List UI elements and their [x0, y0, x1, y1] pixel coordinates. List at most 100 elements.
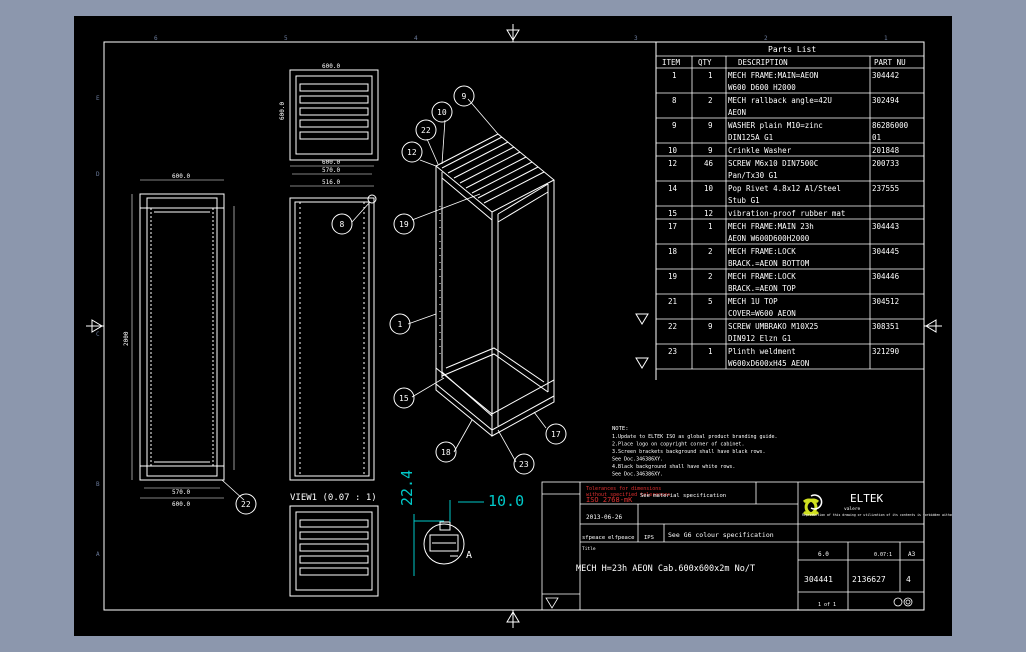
parts-row-qty: 2	[708, 96, 713, 105]
svg-text:A: A	[96, 551, 100, 558]
parts-row-description: BRACK.=AEON BOTTOM	[728, 259, 810, 268]
balloon-label: 23	[519, 460, 529, 469]
paper-size: A3	[908, 551, 916, 558]
parts-row-part-number: 86286000	[872, 121, 909, 130]
front-view	[139, 193, 225, 481]
parts-row-qty: 9	[708, 146, 713, 155]
svg-text:E: E	[96, 95, 100, 102]
parts-row-description: MECH FRAME:LOCK	[728, 272, 796, 281]
parts-row-part-number: 01	[872, 133, 881, 142]
company-name: ELTEK	[850, 492, 883, 505]
bottom-view	[289, 505, 379, 597]
drawing-title: MECH H=23h AEON Cab.600x600x2m No/T	[576, 564, 755, 574]
dim-front-inner: 570.0	[172, 489, 190, 496]
svg-text:6: 6	[154, 35, 158, 42]
svg-text:4: 4	[414, 35, 418, 42]
sheet-number: 1 of 1	[818, 602, 836, 608]
surface-spec: See material specification	[640, 493, 726, 499]
parts-row-description: WASHER plain M10=zinc	[728, 121, 823, 130]
parts-row-description: MECH FRAME:MAIN 23h	[728, 222, 814, 231]
parts-row-item: 1	[672, 71, 677, 80]
parts-row-description: Pop Rivet 4.8x12 Al/Steel	[728, 184, 841, 193]
parts-row-item: 23	[668, 347, 677, 356]
parts-row-part-number: 304446	[872, 272, 900, 281]
parts-row-item: 12	[668, 159, 677, 168]
leaders	[221, 98, 547, 501]
balloon-circle	[389, 313, 411, 335]
balloon-label: 18	[441, 448, 451, 457]
parts-row-qty: 5	[708, 297, 713, 306]
parts-row-item: 9	[672, 121, 677, 130]
tolerance-note: ISO 2768-mK	[586, 496, 633, 504]
parts-row-description: AEON W600D600H2000	[728, 234, 810, 243]
parts-row-part-number: 308351	[872, 322, 899, 331]
parts-row-part-number: 304442	[872, 71, 899, 80]
parts-row-description: COVER=W600 AEON	[728, 309, 796, 318]
parts-row-description: Pan/Tx30 G1	[728, 171, 778, 180]
eltek-logo	[802, 494, 823, 516]
checked-by: elfpeace	[608, 535, 635, 541]
parts-row-part-number: 321290	[872, 347, 900, 356]
parts-row-item: 22	[668, 322, 677, 331]
balloon-circle	[393, 213, 415, 235]
parts-row-item: 18	[668, 247, 678, 256]
title-block	[541, 481, 925, 611]
balloon-circle	[431, 101, 453, 123]
parts-list-header: DESCRIPTION	[738, 58, 788, 67]
parts-list-header: QTY	[698, 58, 712, 67]
tolerance-note: without specified tolerances	[586, 492, 670, 498]
text-layer: 910221219811518231722600.0570.0600.02000…	[123, 63, 952, 608]
parts-row-part-number: 237555	[872, 184, 899, 193]
svg-text:5: 5	[284, 35, 288, 42]
notes-line: See Doc.346386XY.	[612, 457, 663, 463]
balloon-circle	[393, 387, 415, 409]
parts-row-description: SCREW M6x10 DIN7500C	[728, 159, 818, 168]
balloon-circle	[453, 85, 475, 107]
parts-row-item: 17	[668, 222, 677, 231]
parts-row-qty: 10	[704, 184, 714, 193]
dim-top-width: 600.0	[322, 63, 340, 70]
balloon-circle	[415, 119, 437, 141]
dim-front-width: 600.0	[172, 173, 190, 180]
parts-list-header: PART NU	[874, 58, 906, 67]
colour-spec: See G6 colour specification	[668, 531, 774, 539]
balloon-label: 1	[398, 320, 403, 329]
parts-row-qty: 9	[708, 322, 713, 331]
dim-front-base: 600.0	[172, 501, 190, 508]
iso-view	[435, 133, 555, 437]
svg-text:B: B	[96, 481, 100, 488]
tolerance-note: Tolerances for dimensions	[586, 486, 661, 492]
svg-text:D: D	[96, 171, 100, 178]
parts-row-part-number: 302494	[872, 96, 900, 105]
parts-row-qty: 12	[704, 209, 713, 218]
notes-line: See Doc.346386XY.	[612, 472, 663, 478]
parts-row-description: MECH FRAME:LOCK	[728, 247, 796, 256]
balloon-label: 10	[437, 108, 447, 117]
title-caption: Title	[582, 546, 596, 552]
parts-row-description: MECH FRAME:MAIN=AEON	[728, 71, 818, 80]
parts-row-qty: 1	[708, 347, 713, 356]
dim-top-depth: 600.0	[279, 102, 286, 120]
balloons	[235, 85, 567, 515]
parts-row-item: 15	[668, 209, 677, 218]
parts-row-part-number: 201848	[872, 146, 900, 155]
parts-row-description: AEON	[728, 108, 746, 117]
parts-row-description: vibration-proof rubber mat	[728, 209, 845, 218]
balloon-label: 22	[241, 500, 251, 509]
parts-row-description: Plinth weldment	[728, 347, 796, 356]
svg-text:C: C	[96, 331, 100, 338]
notes-line: 4.Black background shall have white rows…	[612, 464, 735, 470]
scale: 0.07:1	[874, 552, 892, 558]
parts-row-description: BRACK.=AEON TOP	[728, 284, 796, 293]
parts-row-part-number: 304445	[872, 247, 899, 256]
parts-row-description: W600 D600 H2000	[728, 83, 796, 92]
dim-side-depth: 516.0	[322, 179, 340, 186]
balloon-label: 15	[399, 394, 409, 403]
view-label: VIEW1 (0.07 : 1)	[290, 493, 377, 503]
dim-detail-height: 22.4	[398, 470, 416, 506]
copyright-note: Reproduction of this drawing or utilizat…	[802, 513, 952, 517]
parts-row-qty: 2	[708, 247, 713, 256]
